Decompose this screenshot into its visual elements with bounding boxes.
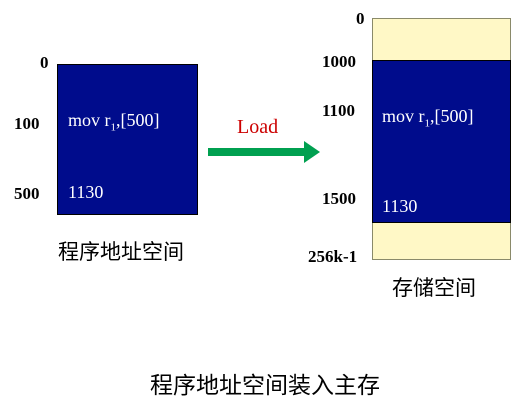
memory-space-caption: 存储空间: [392, 276, 476, 300]
mem-addr-1500: 1500: [322, 189, 356, 208]
prog-instruction-rest: ,[500]: [116, 110, 160, 130]
prog-instruction-sub: 1: [110, 121, 117, 134]
mem-addr-0: 0: [356, 9, 365, 28]
mem-addr-256k-1: 256k-1: [308, 247, 358, 266]
program-space-caption: 程序地址空间: [58, 240, 184, 264]
prog-addr-500: 500: [14, 184, 40, 203]
load-arrow-icon: [208, 141, 320, 163]
mem-addr-1000: 1000: [322, 52, 356, 71]
mem-value: 1130: [382, 196, 418, 216]
loaded-program-block: [372, 60, 511, 223]
load-label: Load: [237, 116, 279, 138]
figure-title: 程序地址空间装入主存: [150, 373, 380, 399]
prog-instruction: mov r1,[500]: [68, 110, 160, 134]
mem-addr-1100: 1100: [322, 101, 356, 120]
mem-instruction: mov r1,[500]: [382, 106, 474, 130]
prog-value: 1130: [68, 182, 104, 202]
mem-instruction-rest: ,[500]: [430, 106, 474, 126]
mem-instruction-op: mov r: [382, 106, 425, 126]
prog-addr-100: 100: [14, 114, 40, 133]
prog-addr-0: 0: [40, 53, 49, 72]
program-address-space-block: [57, 64, 198, 215]
mem-instruction-sub: 1: [424, 117, 431, 130]
prog-instruction-op: mov r: [68, 110, 111, 130]
